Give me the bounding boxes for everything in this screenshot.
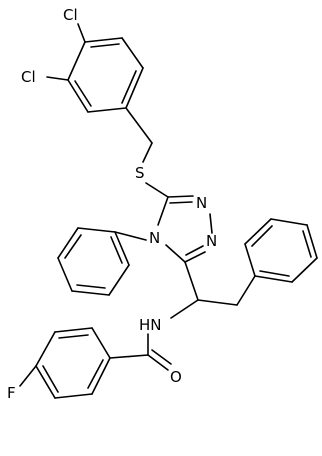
bond bbox=[71, 290, 110, 296]
atom-sulfur: S bbox=[135, 164, 145, 182]
bond-c3-ch bbox=[184, 261, 199, 301]
bond bbox=[302, 230, 312, 258]
bond bbox=[121, 70, 137, 104]
bond bbox=[121, 37, 144, 69]
bond bbox=[251, 225, 273, 247]
bond bbox=[35, 365, 56, 399]
benzyl-phenyl-ring bbox=[244, 218, 318, 283]
bond bbox=[35, 331, 56, 367]
bond bbox=[91, 327, 111, 359]
bond bbox=[90, 43, 120, 48]
bond bbox=[306, 224, 318, 259]
bond bbox=[184, 251, 206, 263]
bond bbox=[67, 79, 89, 113]
bond-s-c5 bbox=[145, 182, 169, 198]
bond bbox=[74, 80, 92, 107]
dichlorophenyl-ring bbox=[67, 37, 144, 113]
bond-ch2-s bbox=[142, 142, 153, 163]
bond bbox=[91, 357, 111, 395]
bond bbox=[209, 213, 213, 234]
bond bbox=[291, 257, 318, 283]
bond bbox=[54, 393, 93, 399]
atom-amide-nh: HN bbox=[139, 316, 162, 334]
bond bbox=[58, 334, 89, 339]
bond bbox=[87, 107, 127, 113]
bond bbox=[185, 245, 204, 256]
bond-co-aryl bbox=[109, 354, 149, 359]
bond bbox=[169, 201, 193, 204]
bond bbox=[270, 218, 308, 226]
bond-ch-nh bbox=[170, 299, 199, 319]
fluorophenyl-ring bbox=[35, 327, 111, 399]
atom-fluorine: F bbox=[7, 384, 16, 402]
bond bbox=[114, 231, 130, 266]
bond bbox=[76, 284, 106, 289]
bond-c-cl2 bbox=[46, 76, 69, 81]
bond-ch-ch2 bbox=[197, 299, 238, 306]
bond-ch2-ph bbox=[236, 275, 256, 306]
bond bbox=[54, 327, 93, 333]
atom-cl-left: Cl bbox=[21, 68, 36, 86]
bond-co-o-2 bbox=[151, 349, 172, 365]
n-phenyl-ring bbox=[57, 227, 130, 296]
bond bbox=[125, 67, 144, 109]
triazole-ring bbox=[157, 195, 213, 263]
atom-nitrogen-top: N bbox=[196, 194, 207, 212]
bond-c-cl1 bbox=[77, 23, 86, 43]
bond bbox=[57, 227, 79, 259]
atom-nitrogen-right: N bbox=[206, 232, 217, 250]
bond bbox=[84, 37, 123, 43]
bond bbox=[157, 196, 169, 226]
bond bbox=[87, 359, 104, 389]
bond-n-phenyl bbox=[114, 231, 147, 241]
bond bbox=[165, 244, 186, 263]
bond bbox=[108, 264, 130, 296]
bond bbox=[244, 218, 272, 245]
atom-cl-top: Cl bbox=[63, 6, 78, 24]
bond bbox=[259, 270, 290, 277]
atom-oxygen: O bbox=[170, 368, 182, 386]
bond bbox=[67, 41, 86, 81]
bond bbox=[64, 234, 82, 259]
bond bbox=[244, 243, 256, 277]
bond bbox=[77, 227, 116, 233]
bond bbox=[42, 365, 59, 393]
atom-nitrogen-ring: N bbox=[149, 229, 160, 247]
bond-co-o bbox=[147, 354, 169, 371]
bond-c-f bbox=[19, 365, 37, 387]
bond bbox=[57, 257, 73, 292]
bond bbox=[167, 195, 194, 198]
bond-ch2 bbox=[125, 107, 153, 144]
bond bbox=[110, 236, 123, 264]
bond bbox=[254, 275, 293, 283]
